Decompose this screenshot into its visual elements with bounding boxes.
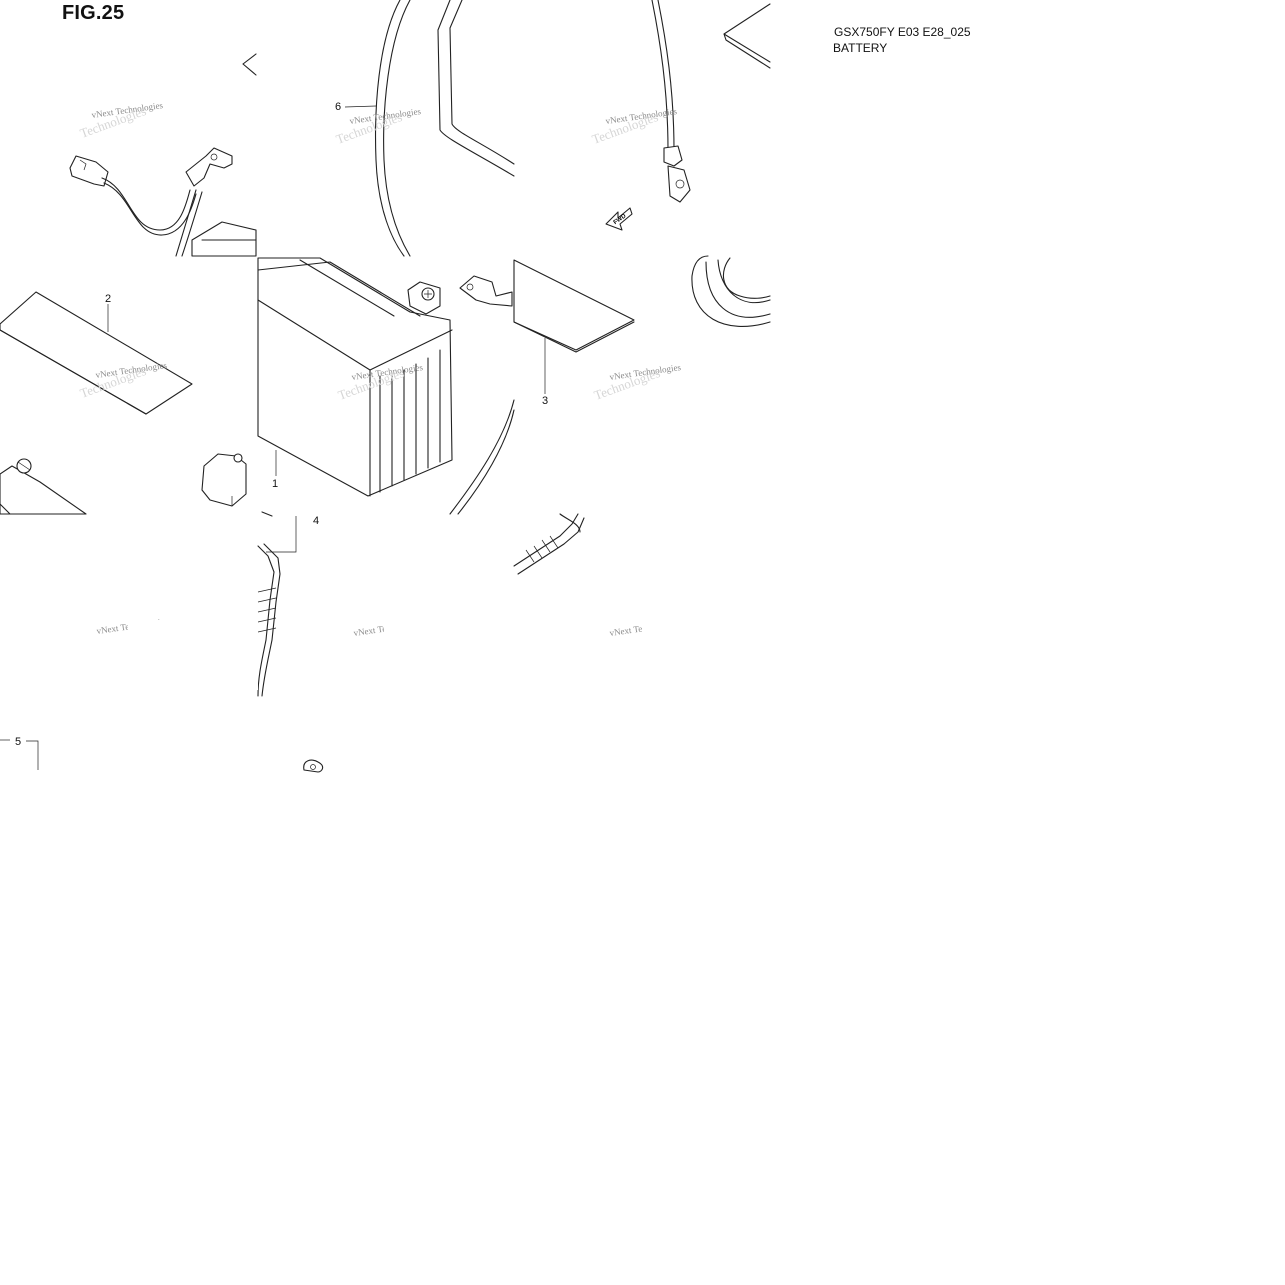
battery-holder-drawing xyxy=(0,458,87,515)
wire-4-drawing xyxy=(257,511,297,697)
cable-loop-drawing xyxy=(691,255,771,327)
clip-drawing xyxy=(0,739,324,773)
battery-pad-2-drawing xyxy=(0,291,193,415)
terminal-cap-drawing xyxy=(201,453,247,507)
fwd-arrow-icon: FWD xyxy=(605,207,633,231)
battery-pad-3-drawing xyxy=(449,259,635,515)
wiring-connector-drawing xyxy=(69,53,257,257)
callout-5: 5 xyxy=(15,736,21,748)
callout-1: 1 xyxy=(272,478,278,490)
model-code: GSX750FY E03 E28_025 xyxy=(834,25,971,39)
watermark-layer: vNext Technologies Technologies vNext Te… xyxy=(78,100,682,638)
battery-1-drawing xyxy=(191,221,513,497)
figure-label: FIG.25 xyxy=(62,2,125,24)
lead-wire-drawing: FWD xyxy=(605,0,771,231)
callout-3: 3 xyxy=(542,395,548,407)
callout-2: 2 xyxy=(105,293,111,305)
callout-4: 4 xyxy=(313,515,319,527)
callout-6: 6 xyxy=(335,101,341,113)
wire-end-drawing xyxy=(513,513,585,575)
section-title: BATTERY xyxy=(833,41,888,55)
cable-6-drawing xyxy=(374,0,515,257)
